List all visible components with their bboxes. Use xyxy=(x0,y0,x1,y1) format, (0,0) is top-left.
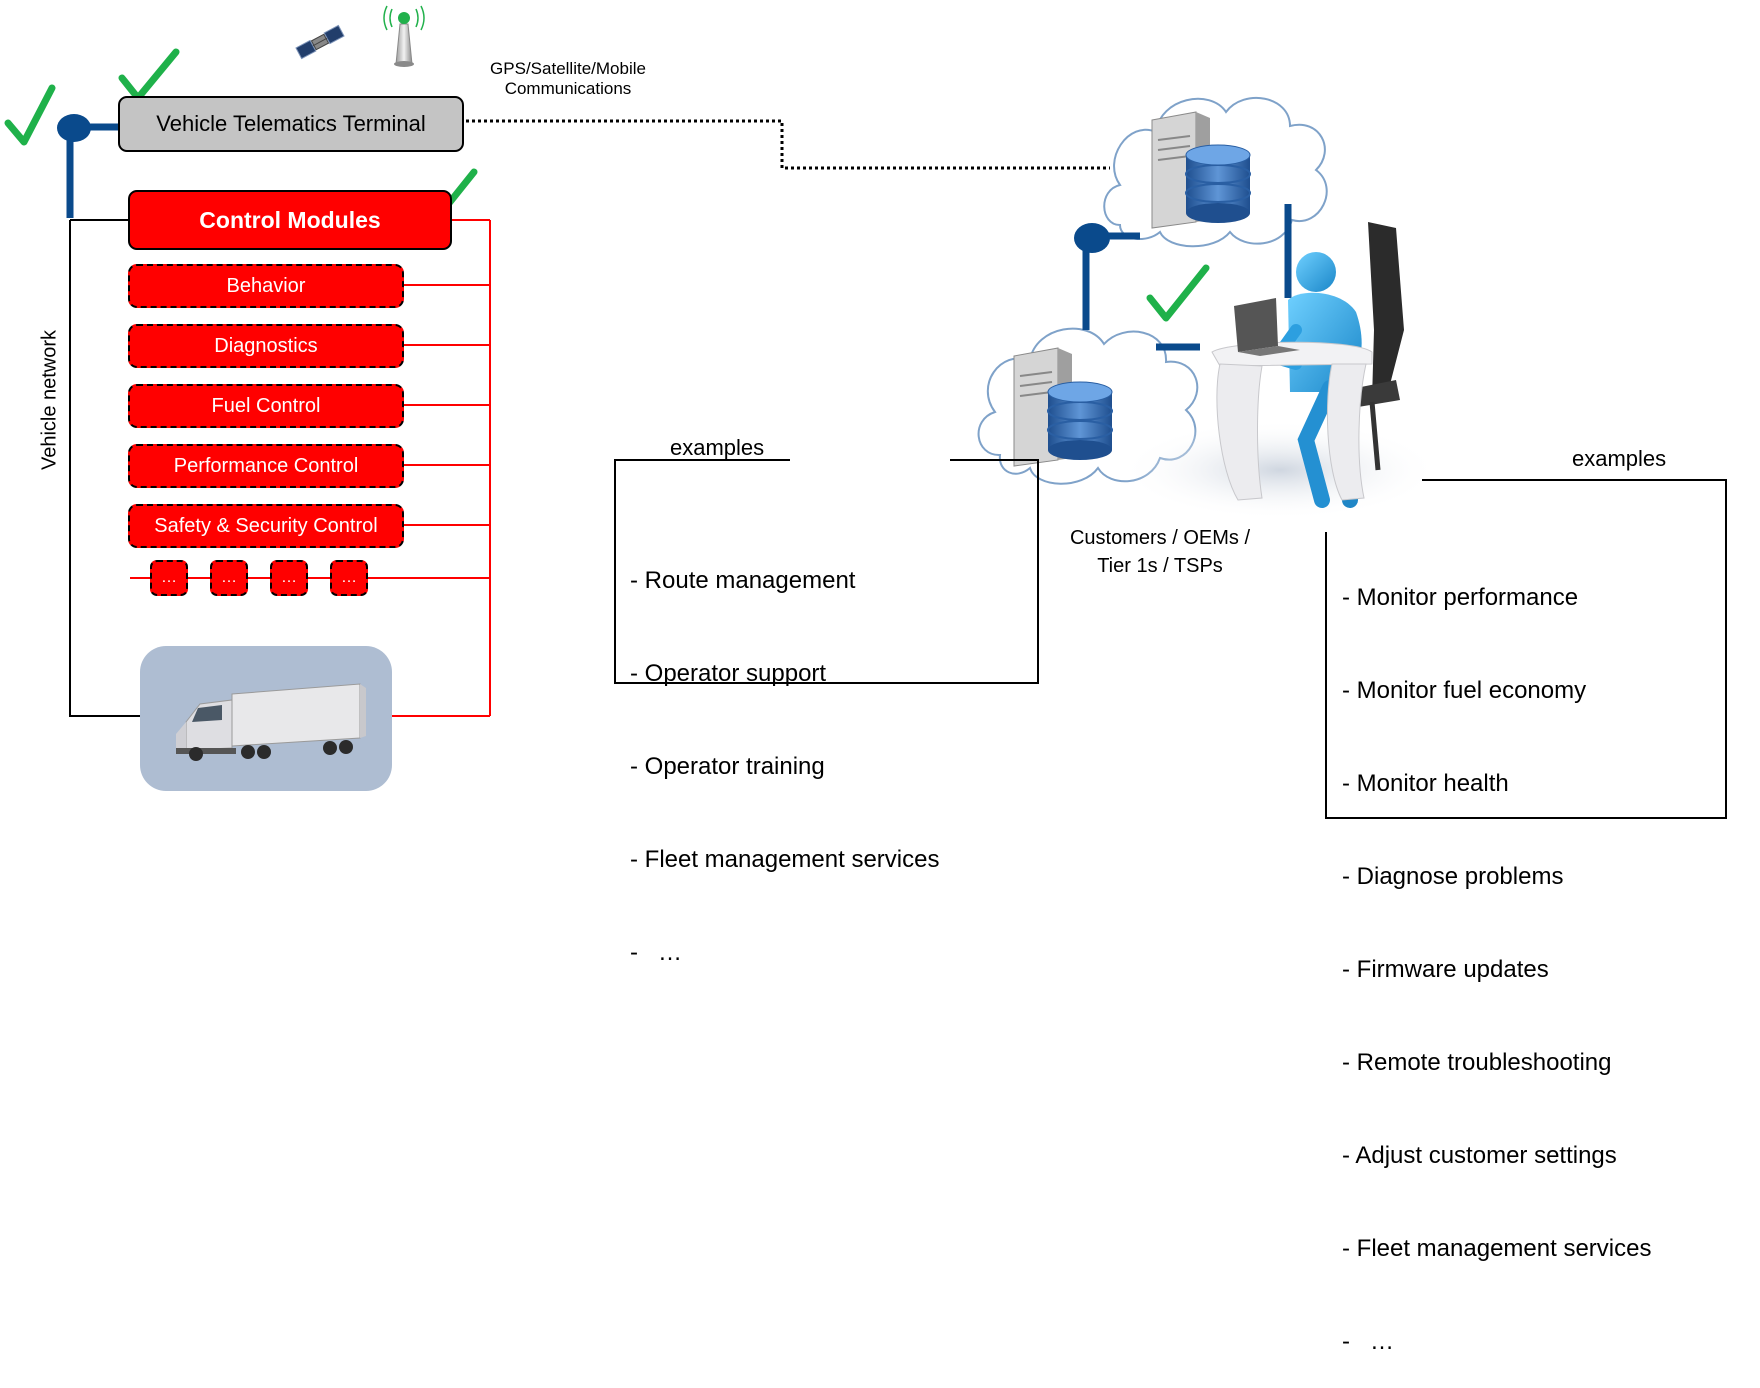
vehicle-network-text: Vehicle network xyxy=(38,329,61,471)
module-label: Behavior xyxy=(226,274,306,297)
right-example-item: - Monitor fuel economy xyxy=(1342,677,1587,704)
control-modules-header: Control Modules xyxy=(128,190,452,250)
server-connector-node xyxy=(1074,223,1110,253)
right-example-item: - Fleet management services xyxy=(1342,1235,1652,1262)
right-examples-box xyxy=(1325,479,1727,819)
right-example-item: - … xyxy=(1342,1328,1394,1355)
customers-line1: Customers / OEMs / xyxy=(1069,527,1251,549)
module-more: … xyxy=(150,560,188,596)
module-label: Fuel Control xyxy=(211,394,321,417)
comms-label-line1: GPS/Satellite/Mobile xyxy=(490,59,646,78)
right-examples-list: - Monitor performance - Monitor fuel eco… xyxy=(1342,520,1651,1388)
control-modules-title: Control Modules xyxy=(199,206,381,233)
module-label: Safety & Security Control xyxy=(154,514,378,537)
right-example-item: - Firmware updates xyxy=(1342,956,1549,983)
comms-label: GPS/Satellite/Mobile Communications xyxy=(448,59,688,99)
module-performance-control: Performance Control xyxy=(128,444,404,488)
checkmark-icon xyxy=(118,48,180,102)
comms-label-line2: Communications xyxy=(504,79,632,98)
module-fuel-control: Fuel Control xyxy=(128,384,404,428)
module-more: … xyxy=(330,560,368,596)
module-label: Diagnostics xyxy=(214,334,318,357)
left-example-item: - Operator support xyxy=(630,660,827,687)
terminal-connector-node xyxy=(57,114,91,142)
left-example-item: - Operator training xyxy=(630,753,825,780)
left-examples-box xyxy=(614,459,1039,684)
right-example-item: - Diagnose problems xyxy=(1342,863,1564,890)
module-more-label: … xyxy=(161,569,177,586)
satellite-icon xyxy=(295,24,345,60)
database-icon xyxy=(1047,381,1113,460)
diagram-canvas xyxy=(4,5,1727,819)
person-at-desk-icon xyxy=(1120,222,1440,520)
left-example-item: - Route management xyxy=(630,567,856,594)
antenna-tower-icon xyxy=(383,5,425,67)
left-examples-list: - Route management - Operator support - … xyxy=(630,503,939,999)
customers-label: Customers / OEMs / Tier 1s / TSPs xyxy=(1040,524,1280,580)
right-example-item: - Remote troubleshooting xyxy=(1342,1049,1612,1076)
checkmark-icon xyxy=(1146,264,1210,322)
database-icon xyxy=(1185,144,1251,223)
customers-line2: Tier 1s / TSPs xyxy=(1097,555,1223,577)
laptop-icon xyxy=(1234,298,1278,352)
red-control-bus xyxy=(130,219,491,717)
left-example-item: - … xyxy=(630,939,682,966)
module-diagnostics: Diagnostics xyxy=(128,324,404,368)
vehicle-telematics-terminal: Vehicle Telematics Terminal xyxy=(118,96,464,152)
checkmark-icon xyxy=(4,84,56,146)
module-more-label: … xyxy=(341,569,357,586)
module-more-label: … xyxy=(281,569,297,586)
module-more: … xyxy=(210,560,248,596)
vehicle-network-line xyxy=(69,220,144,717)
comms-dotted-link xyxy=(466,119,1110,170)
terminal-label: Vehicle Telematics Terminal xyxy=(156,111,426,136)
module-label: Performance Control xyxy=(173,454,359,477)
module-more-label: … xyxy=(221,569,237,586)
right-example-item: - Monitor performance xyxy=(1342,584,1579,611)
truck-icon xyxy=(176,683,366,761)
left-examples-title: examples xyxy=(670,435,765,460)
right-examples-title: examples xyxy=(1572,446,1667,471)
right-example-item: - Monitor health xyxy=(1342,770,1509,797)
module-safety-security-control: Safety & Security Control xyxy=(128,504,404,548)
module-more: … xyxy=(270,560,308,596)
right-example-item: - Adjust customer settings xyxy=(1342,1142,1617,1169)
left-example-item: - Fleet management services xyxy=(630,846,940,873)
module-behavior: Behavior xyxy=(128,264,404,308)
cloud-server-top xyxy=(1103,97,1328,248)
